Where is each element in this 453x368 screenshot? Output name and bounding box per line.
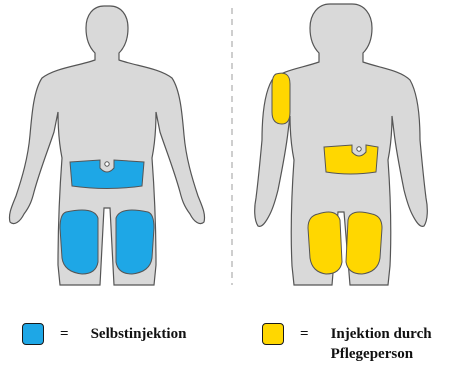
legend-equals-caregiver: = <box>300 326 309 343</box>
legend-label-caregiver: Injektion durch Pflegeperson <box>331 324 432 364</box>
zone-thigh-left-self <box>60 210 98 274</box>
zone-abdomen-caregiver <box>324 145 378 174</box>
navel-right <box>357 147 361 151</box>
legend-label-caregiver-line2: Pflegeperson <box>331 344 432 364</box>
legend-swatch-caregiver <box>262 323 284 345</box>
legend-equals-self: = <box>60 326 69 343</box>
figure-caregiver-injection <box>255 4 428 285</box>
body-silhouette-left <box>9 6 204 285</box>
navel-left <box>105 162 109 166</box>
legend-caregiver-injection: = Injektion durch Pflegeperson <box>262 323 432 364</box>
legend-label-self: Selbstinjektion <box>91 324 187 344</box>
legend-swatch-self <box>22 323 44 345</box>
figure-self-injection <box>9 6 204 285</box>
legend-label-caregiver-line1: Injektion durch <box>331 324 432 344</box>
injection-site-diagram <box>0 0 453 290</box>
zone-thigh-right-self <box>116 210 154 274</box>
zone-upper-arm-caregiver <box>272 73 290 124</box>
zone-thigh-left-caregiver <box>308 212 342 274</box>
legend-self-injection: = Selbstinjektion <box>22 323 186 345</box>
zone-thigh-right-caregiver <box>346 212 382 274</box>
